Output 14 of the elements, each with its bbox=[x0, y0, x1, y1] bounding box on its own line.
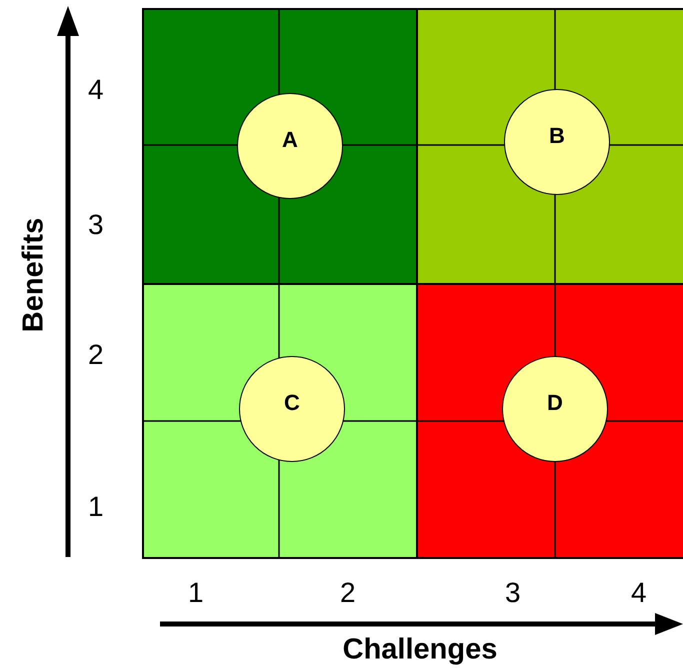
tick-label: 3 bbox=[505, 579, 521, 607]
tick-label: 1 bbox=[188, 579, 204, 607]
tick-label: 4 bbox=[88, 76, 104, 104]
tick-label: 1 bbox=[88, 493, 104, 521]
node-label: C bbox=[284, 390, 300, 416]
tick-label: 2 bbox=[88, 341, 104, 369]
axis-title: Benefits bbox=[20, 218, 48, 332]
node-label: B bbox=[549, 123, 565, 149]
node-label: D bbox=[547, 390, 563, 416]
tick-label: 2 bbox=[340, 579, 356, 607]
tick-label: 3 bbox=[88, 211, 104, 239]
node-label: A bbox=[282, 127, 298, 153]
tick-label: 4 bbox=[631, 579, 647, 607]
axis-title: Challenges bbox=[342, 636, 498, 664]
